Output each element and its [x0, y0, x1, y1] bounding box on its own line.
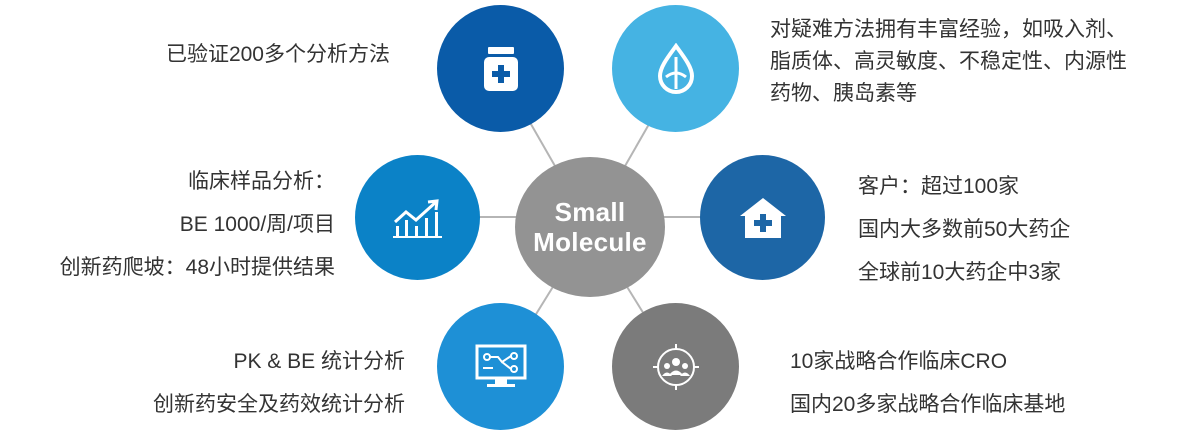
- text-mid-right-line-3: 全球前10大药企中3家: [858, 261, 1062, 284]
- text-bottom-right-line-1: 10家战略合作临床CRO: [790, 350, 1008, 373]
- text-top-right-line-2: 脂质体、高灵敏度、不稳定性、内源性: [770, 50, 1127, 73]
- text-top-right-line-3: 药物、胰岛素等: [770, 82, 917, 105]
- text-bottom-right-line-2: 国内20多家战略合作临床基地: [790, 393, 1066, 416]
- hospital-icon: [739, 197, 786, 238]
- center-label-line2: Molecule: [533, 227, 647, 257]
- node-bottom-left: [437, 303, 564, 430]
- text-bottom-right: 10家战略合作临床CRO 国内20多家战略合作临床基地: [790, 340, 1170, 426]
- text-bottom-left-line-1: PK & BE 统计分析: [233, 350, 405, 373]
- text-top-left: 已验证200多个分析方法: [80, 40, 390, 69]
- text-mid-left: 临床样品分析： BE 1000/周/项目 创新药爬坡：48小时提供结果: [10, 160, 335, 289]
- node-mid-left: [355, 155, 480, 280]
- node-mid-right: [700, 155, 825, 280]
- growth-chart-icon: [392, 198, 442, 238]
- text-top-left-line-1: 已验证200多个分析方法: [165, 43, 390, 66]
- text-top-right-line-1: 对疑难方法拥有丰富经验，如吸入剂、: [770, 18, 1127, 41]
- text-bottom-left: PK & BE 统计分析 创新药安全及药效统计分析: [70, 340, 405, 426]
- text-mid-left-line-2: BE 1000/周/项目: [179, 213, 335, 236]
- medicine-bottle-icon: [483, 46, 518, 91]
- center-label-line1: Small: [554, 197, 626, 227]
- drop-icon: [657, 42, 694, 94]
- text-mid-right: 客户：超过100家 国内大多数前50大药企 全球前10大药企中3家: [858, 165, 1178, 294]
- node-bottom-right: [612, 303, 739, 430]
- text-mid-right-line-2: 国内大多数前50大药企: [858, 218, 1071, 241]
- node-top-left: [437, 5, 564, 132]
- node-top-right: [612, 5, 739, 132]
- text-mid-left-line-1: 临床样品分析：: [188, 170, 335, 193]
- text-top-right: 对疑难方法拥有丰富经验，如吸入剂、 脂质体、高灵敏度、不稳定性、内源性 药物、胰…: [770, 14, 1180, 110]
- text-bottom-left-line-2: 创新药安全及药效统计分析: [153, 393, 405, 416]
- text-mid-left-line-3: 创新药爬坡：48小时提供结果: [59, 256, 335, 279]
- center-node: Small Molecule: [515, 157, 665, 297]
- network-people-icon: [652, 343, 699, 390]
- monitor-analytics-icon: [475, 344, 526, 387]
- text-mid-right-line-1: 客户：超过100家: [858, 175, 1020, 198]
